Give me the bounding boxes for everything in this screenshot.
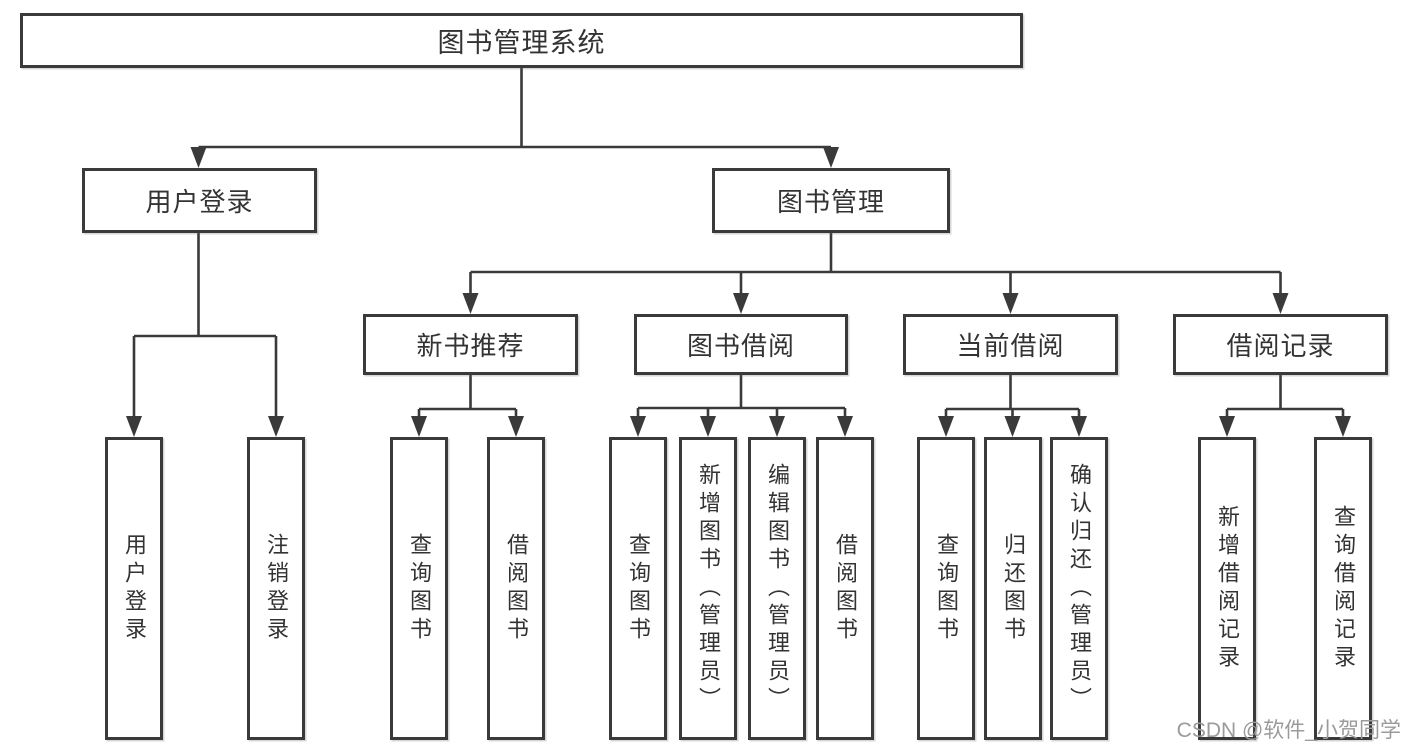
leaf-user-login: 用户登录 [105,437,163,740]
connector-user-login-to-leaves [132,233,278,424]
leaf-label: 新增图书（管理员） [696,462,721,715]
leaf-borrow-books-recommend: 借阅图书 [487,437,545,740]
arrowhead [769,416,785,437]
leaf-label: 新增借阅记录 [1215,504,1240,673]
leaf-borrow-books: 借阅图书 [816,437,874,740]
arrowhead [462,293,479,314]
arrowhead [1335,416,1351,437]
leaf-label: 借阅图书 [504,532,529,645]
node-label: 当前借阅 [956,331,1065,361]
leaf-confirm-return-admin: 确认归还（管理员） [1050,437,1108,740]
leaf-label: 查询借阅记录 [1331,504,1356,673]
connector-book-borrow-to-leaves [636,375,847,424]
connector-new-book-to-leaves [417,375,518,424]
leaf-add-borrow-record: 新增借阅记录 [1198,437,1256,740]
leaf-return-books: 归还图书 [984,437,1042,740]
arrowhead [1071,416,1087,437]
csdn-watermark: CSDN @软件_小贺同学 [1176,719,1401,742]
arrowhead [938,416,954,437]
leaf-query-books-recommend: 查询图书 [390,437,448,740]
node-new-book-recommendation: 新书推荐 [363,314,578,375]
arrowhead [1219,416,1235,437]
connector-root-to-level2 [197,68,833,160]
leaf-query-borrow-record: 查询借阅记录 [1314,437,1372,740]
node-book-management: 图书管理 [712,168,950,233]
leaf-query-books-current: 查询图书 [917,437,975,740]
arrowhead [268,416,284,437]
node-book-borrowing: 图书借阅 [634,314,848,375]
node-current-borrowing: 当前借阅 [903,314,1118,375]
node-label: 用户登录 [145,187,254,217]
arrowhead [508,416,524,437]
arrowhead [837,416,853,437]
node-label: 图书管理系统 [437,28,606,58]
leaf-label: 注销登录 [264,532,289,645]
arrowhead [1004,416,1021,437]
arrowhead [411,416,427,437]
leaf-label: 查询图书 [626,532,651,645]
node-borrowing-records: 借阅记录 [1173,314,1388,375]
node-root-library-system: 图书管理系统 [20,13,1023,68]
node-label: 新书推荐 [416,331,525,361]
leaf-label: 编辑图书（管理员） [765,462,790,715]
leaf-label: 确认归还（管理员） [1067,462,1092,715]
arrowhead [733,293,749,314]
leaf-edit-book-admin: 编辑图书（管理员） [748,437,806,740]
leaf-query-books-borrow: 查询图书 [609,437,667,740]
leaf-add-book-admin: 新增图书（管理员） [679,437,737,740]
leaf-logout: 注销登录 [247,437,305,740]
node-user-login: 用户登录 [82,168,317,233]
node-label: 借阅记录 [1226,331,1335,361]
arrowhead [126,416,142,437]
leaf-label: 查询图书 [407,532,432,645]
leaf-label: 归还图书 [1001,532,1026,645]
connector-borrow-records-to-leaves [1225,375,1345,424]
arrowhead [190,147,207,168]
arrowhead [630,416,646,437]
node-label: 图书管理 [776,187,885,217]
arrowheads [126,147,1351,437]
leaf-label: 借阅图书 [833,532,858,645]
arrowhead [1002,293,1019,314]
arrowhead [823,147,839,168]
arrowhead [1272,293,1289,314]
arrowhead [700,416,716,437]
leaf-label: 用户登录 [122,532,147,645]
leaf-label: 查询图书 [934,532,959,645]
connector-book-management-to-level3 [469,233,1282,300]
node-label: 图书借阅 [686,331,795,361]
